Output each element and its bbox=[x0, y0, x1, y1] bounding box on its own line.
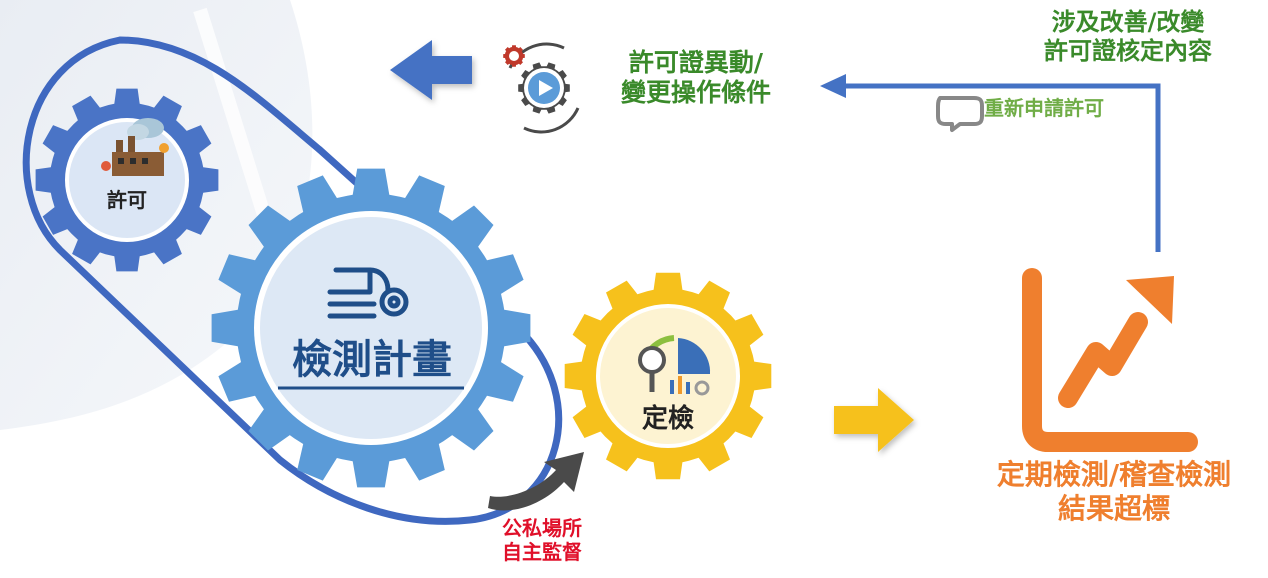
permit-change-line2: 變更操作條件 bbox=[620, 78, 771, 107]
self-supervision-line1: 公私場所 bbox=[502, 516, 582, 540]
feedback-arrowhead bbox=[820, 74, 846, 98]
feedback-line bbox=[842, 83, 1161, 252]
improve-line1: 涉及改善/改變 bbox=[1051, 8, 1205, 36]
permit-gear-label: 許可 bbox=[107, 188, 147, 212]
self-supervision-line2: 自主監督 bbox=[502, 540, 582, 564]
plan-gear-label: 檢測計畫 bbox=[292, 337, 452, 383]
exceed-line2: 結果超標 bbox=[1057, 491, 1170, 525]
improve-label: 涉及改善/改變 許可證核定內容 bbox=[1008, 8, 1248, 66]
inspection-gear bbox=[564, 272, 772, 480]
reapply-label: 重新申請許可 bbox=[984, 96, 1104, 120]
exceed-arrow-icon bbox=[1022, 268, 1198, 452]
exceed-label: 定期檢測/稽查檢測 結果超標 bbox=[960, 458, 1268, 525]
improve-line2: 許可證核定內容 bbox=[1044, 36, 1212, 65]
chat-return-icon bbox=[936, 96, 984, 132]
permit-gear bbox=[35, 88, 219, 272]
factory-icon bbox=[101, 118, 169, 176]
exceed-line1: 定期檢測/稽查檢測 bbox=[996, 458, 1232, 491]
gear-belt bbox=[22, 36, 563, 525]
self-supervision-arrow bbox=[488, 452, 584, 511]
permit-change-line1: 許可證異動/ bbox=[628, 48, 764, 77]
analytics-magnifier-icon bbox=[638, 335, 711, 396]
right-arrow-icon bbox=[834, 388, 914, 452]
plan-gear bbox=[211, 168, 531, 488]
gear-play-icon bbox=[508, 42, 580, 134]
left-arrow-icon bbox=[390, 40, 472, 100]
permit-change-label: 許可證異動/ 變更操作條件 bbox=[596, 48, 796, 108]
self-supervision-label: 公私場所 自主監督 bbox=[486, 516, 598, 564]
inspection-gear-label: 定檢 bbox=[641, 404, 694, 434]
small-gear-icon bbox=[503, 45, 525, 67]
documents-gear-icon bbox=[327, 267, 409, 319]
